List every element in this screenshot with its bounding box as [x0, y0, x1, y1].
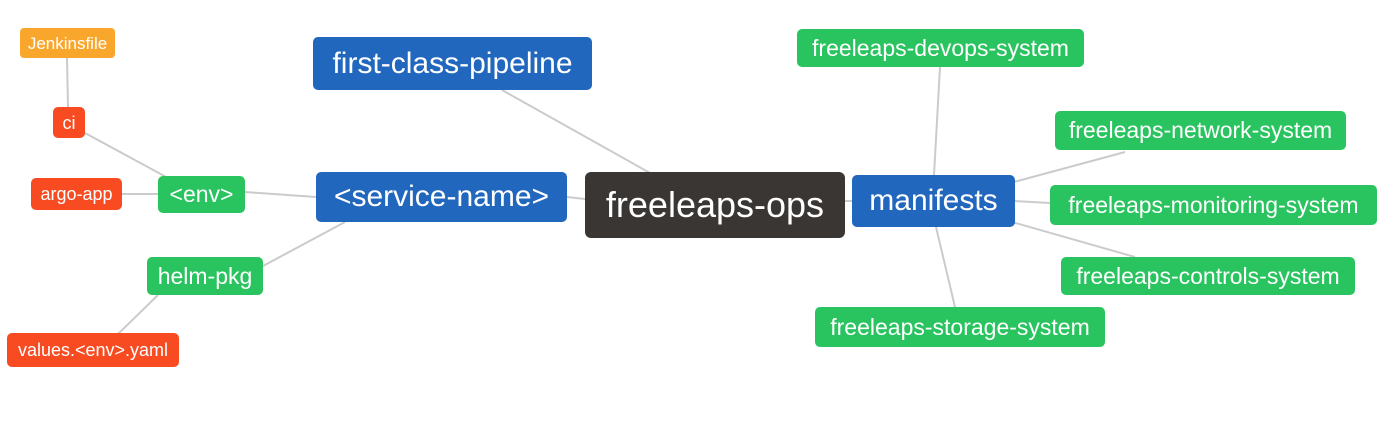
- node-freeleaps-network-system[interactable]: freeleaps-network-system: [1055, 111, 1346, 150]
- edge-env-service-name: [244, 191, 317, 198]
- edge-helm-pkg-values: [117, 294, 159, 335]
- edge-manifests-devops-system: [933, 66, 941, 176]
- node-helm-pkg[interactable]: helm-pkg: [147, 257, 263, 295]
- edge-manifests-monitoring-system: [1013, 200, 1051, 204]
- node-manifests[interactable]: manifests: [852, 175, 1015, 227]
- node-env[interactable]: <env>: [158, 176, 245, 213]
- edge-manifests-storage-system: [935, 226, 956, 308]
- edge-jenkinsfile-ci: [66, 57, 69, 108]
- node-jenkinsfile[interactable]: Jenkinsfile: [20, 28, 115, 58]
- node-ci[interactable]: ci: [53, 107, 85, 138]
- edge-service-name-freeleaps-ops: [566, 196, 586, 200]
- node-values-env-yaml[interactable]: values.<env>.yaml: [7, 333, 179, 367]
- node-freeleaps-storage-system[interactable]: freeleaps-storage-system: [815, 307, 1105, 347]
- edge-ci-env: [84, 132, 169, 179]
- edge-helm-pkg-service-name: [262, 221, 346, 267]
- node-argo-app[interactable]: argo-app: [31, 178, 122, 210]
- node-freeleaps-monitoring-system[interactable]: freeleaps-monitoring-system: [1050, 185, 1377, 225]
- node-first-class-pipeline[interactable]: first-class-pipeline: [313, 37, 592, 90]
- node-service-name[interactable]: <service-name>: [316, 172, 567, 222]
- edge-manifests-controls-system: [1011, 221, 1136, 258]
- node-freeleaps-controls-system[interactable]: freeleaps-controls-system: [1061, 257, 1355, 295]
- node-freeleaps-ops[interactable]: freeleaps-ops: [585, 172, 845, 238]
- edge-pipeline-freeleaps-ops: [501, 89, 651, 174]
- edge-manifests-network-system: [1013, 151, 1126, 183]
- node-freeleaps-devops-system[interactable]: freeleaps-devops-system: [797, 29, 1084, 67]
